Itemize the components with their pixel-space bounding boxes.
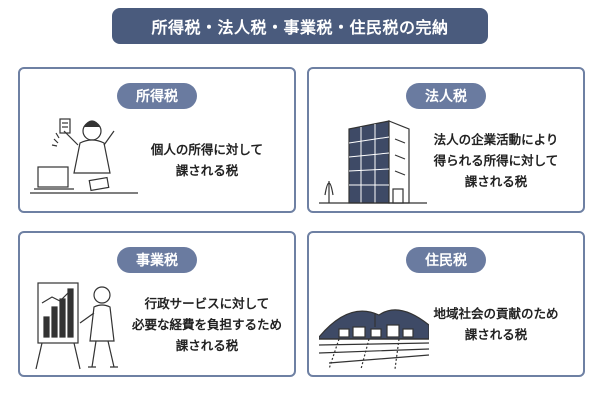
desc-line: 課される税 <box>464 327 528 342</box>
office-worker-phone-icon <box>30 109 140 209</box>
desc-line: 課される税 <box>464 173 528 189</box>
office-building-icon <box>319 109 429 209</box>
card-description: 地域社会の貢献のため 課される税 <box>417 283 575 365</box>
card-description: 行政サービスに対して 必要な経費を負担するため 課される税 <box>128 283 286 365</box>
card-description: 個人の所得に対して 課される税 <box>128 119 286 201</box>
presenter-chart-icon <box>30 273 140 373</box>
card-title-pill: 法人税 <box>406 83 486 109</box>
desc-line: 必要な経費を負担するため <box>131 316 282 332</box>
card-title-pill: 事業税 <box>117 247 197 273</box>
card-title-pill: 所得税 <box>117 83 197 109</box>
card-resident-tax: 住民税 地域社会の貢献のため 課される税 <box>307 231 585 377</box>
desc-line: 地域社会の貢献のため <box>433 306 559 321</box>
card-business-tax: 事業税 行政サービスに対して 必要な経費を負担するため 課される税 <box>18 231 296 377</box>
card-corporate-tax: 法人税 法人の企業活動により 得られる所得に対して 課される税 <box>307 67 585 213</box>
desc-line: 得られる所得に対して <box>433 152 559 168</box>
card-description: 法人の企業活動により 得られる所得に対して 課される税 <box>417 119 575 201</box>
card-title-pill: 住民税 <box>406 247 486 273</box>
desc-line: 法人の企業活動により <box>433 131 559 147</box>
desc-line: 課される税 <box>175 337 239 353</box>
desc-line: 課される税 <box>175 163 239 178</box>
town-landscape-icon <box>318 273 430 373</box>
card-income-tax: 所得税 個人の所得に対して 課される税 <box>18 67 296 213</box>
page-title: 所得税・法人税・事業税・住民税の完納 <box>112 8 488 44</box>
desc-line: 行政サービスに対して <box>144 295 270 311</box>
desc-line: 個人の所得に対して <box>150 142 264 157</box>
